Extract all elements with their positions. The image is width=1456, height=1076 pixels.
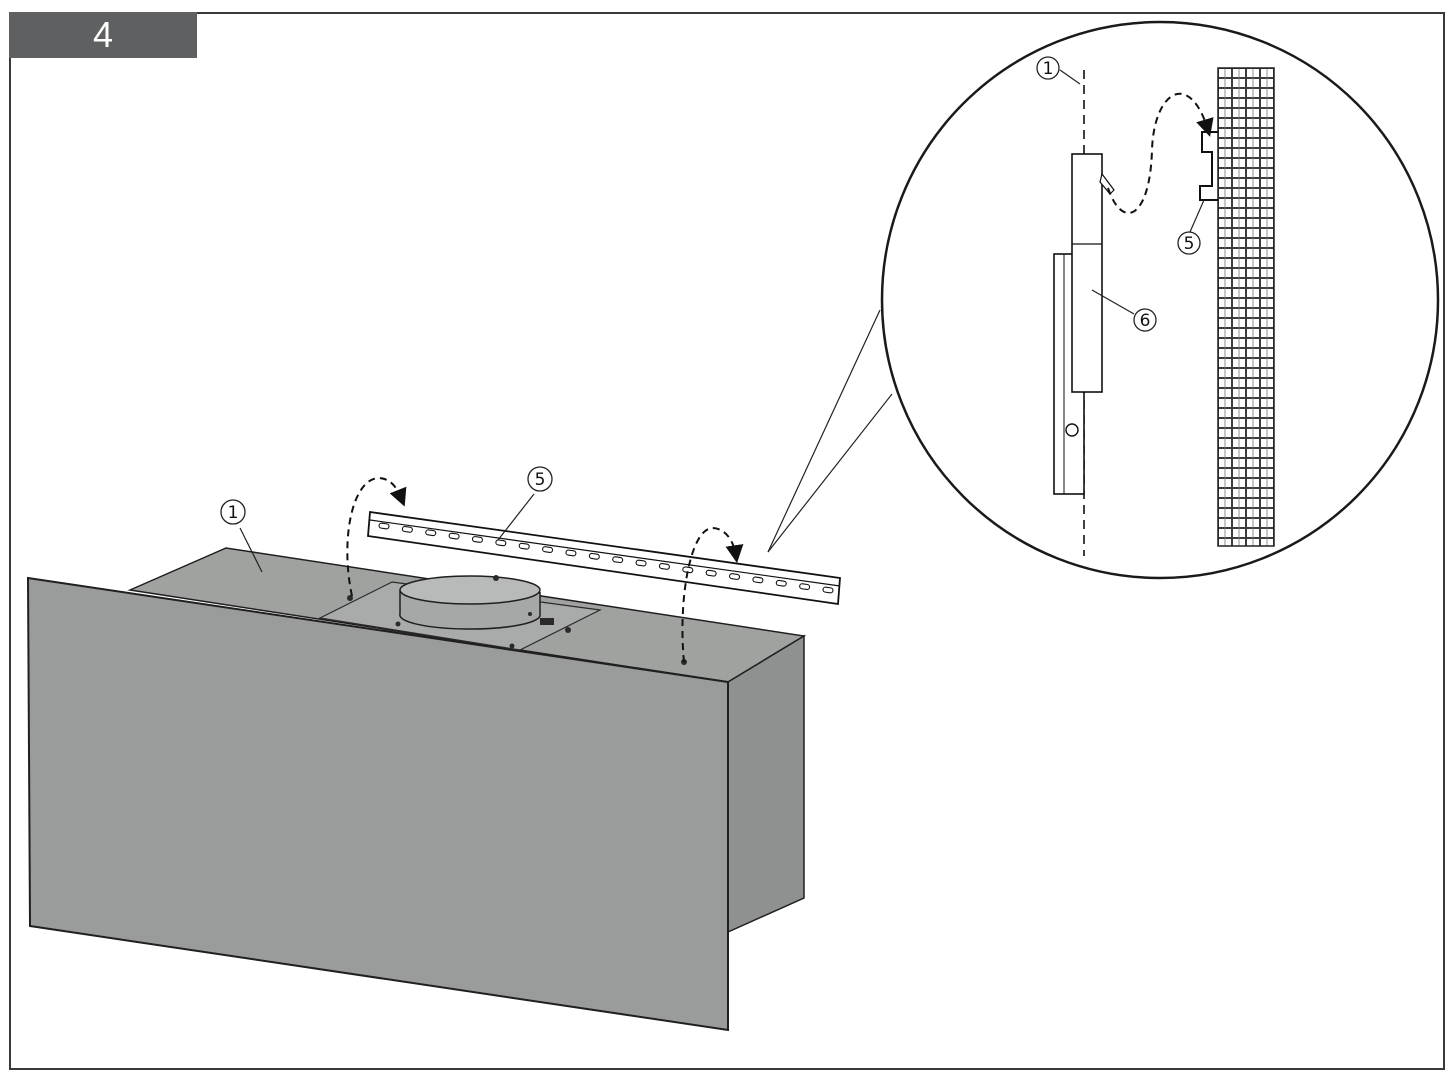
callout-detail-bracket: 6 (1133, 308, 1157, 332)
hood-bracket (1071, 153, 1103, 393)
right-hook-arrow (681, 526, 744, 663)
rail-slot (705, 569, 717, 577)
wall-mounting-rail (367, 510, 841, 606)
rail-slot (378, 522, 390, 530)
callout-rail-main: 5 (527, 466, 553, 492)
brick-wall (1217, 67, 1275, 547)
rail-slot (612, 556, 624, 564)
svg-text:5: 5 (535, 470, 546, 490)
rail-slot (471, 536, 483, 543)
rail-slot (729, 573, 741, 580)
rail-slot (565, 549, 577, 557)
rail-slot (495, 539, 507, 547)
rail-slot (518, 542, 530, 550)
svg-text:6: 6 (1140, 311, 1151, 331)
left-hook-arrow (346, 476, 407, 597)
svg-text:1: 1 (228, 503, 239, 523)
rail-slot (799, 583, 811, 591)
rail-slot (822, 586, 834, 594)
svg-text:5: 5 (1184, 234, 1195, 254)
rail-slot (752, 576, 764, 584)
rail-slot (425, 529, 437, 537)
rail-slots (378, 522, 834, 594)
callout-detail-rail: 5 (1177, 231, 1201, 255)
mounting-holes (347, 575, 687, 665)
rail-slot (448, 532, 460, 540)
rail-slot (588, 552, 600, 560)
rail-slot (542, 546, 554, 553)
hood-front-panel (26, 576, 729, 1032)
hood-right-side (727, 634, 805, 934)
callout-detail-hood: 1 (1036, 56, 1060, 80)
detail-magnifier (767, 20, 1440, 580)
bracket-screw (1065, 423, 1079, 437)
rail-slot (635, 559, 647, 567)
detail-hook-arrow (1107, 92, 1214, 214)
rail-slot (658, 563, 670, 570)
rail-slot (775, 579, 787, 587)
cooker-hood (26, 547, 807, 1032)
motion-arrows (346, 476, 744, 663)
svg-text:1: 1 (1043, 59, 1054, 79)
step-number-badge: 4 (9, 12, 197, 58)
exhaust-collar (399, 575, 541, 630)
callout-hood-body: 1 (220, 499, 246, 525)
rail-slot (401, 525, 413, 533)
illustration-frame (9, 12, 1445, 1070)
